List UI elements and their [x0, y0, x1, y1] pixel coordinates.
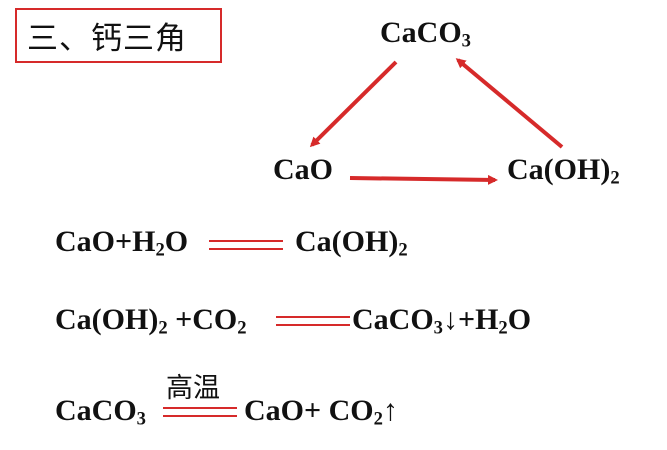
equation-1-equals [209, 240, 283, 250]
equation-2-equals [276, 316, 350, 326]
equation-2-products: CaCO3↓+H2O [352, 303, 532, 339]
node-cao: CaO [273, 153, 333, 186]
arrow-caoh2-to-caco3 [455, 58, 564, 149]
equation-2-reactants: Ca(OH)2 +CO2 [55, 303, 247, 339]
section-title: 三、钙三角 [15, 8, 222, 63]
node-caco3: CaCO3 [380, 16, 471, 52]
equation-1-products: Ca(OH)2 [295, 225, 408, 261]
arrow-cao-to-caoh2 [349, 174, 498, 185]
equation-3-products: CaO+ CO2↑ [244, 394, 398, 430]
equation-3-equals [163, 407, 237, 417]
arrow-caco3-to-cao [309, 60, 398, 148]
equation-1-reactants: CaO+H2O [55, 225, 189, 261]
node-caoh2: Ca(OH)2 [507, 153, 620, 189]
equation-3-condition: 高温 [166, 373, 220, 404]
section-title-text: 三、钙三角 [27, 21, 187, 57]
equation-3-reactants: CaCO3 [55, 394, 146, 430]
